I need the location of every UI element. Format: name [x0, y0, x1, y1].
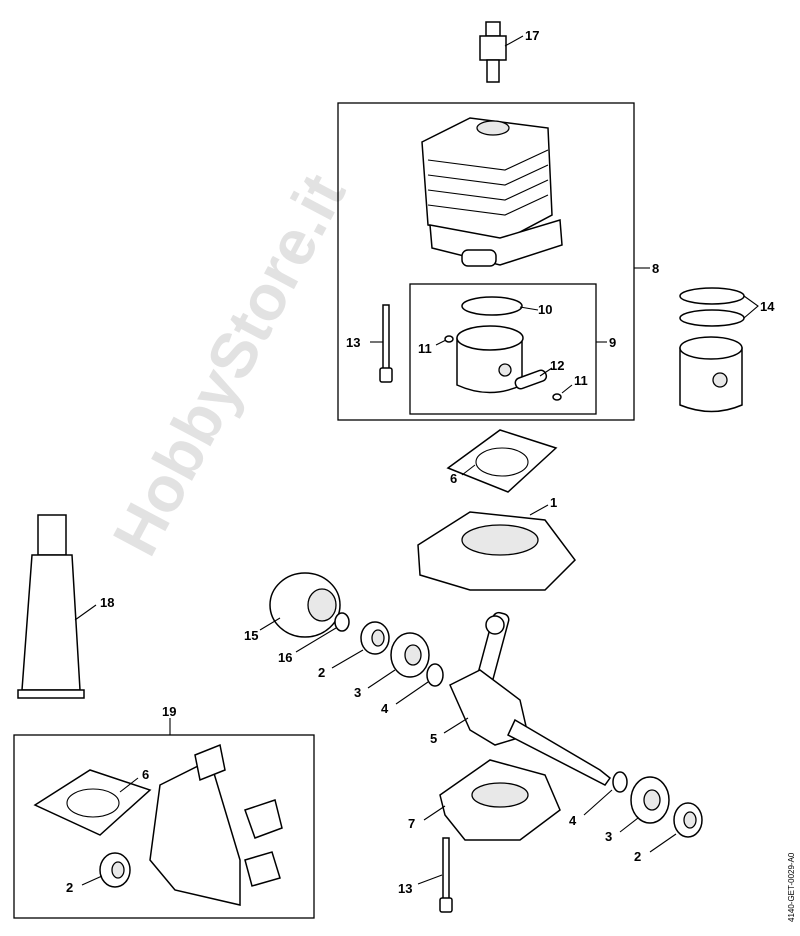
spark-plug[interactable] — [479, 21, 524, 83]
label-15: 15 — [244, 628, 258, 643]
label-2-right: 2 — [634, 849, 641, 864]
washer[interactable] — [334, 612, 350, 632]
label-19: 19 — [162, 704, 176, 719]
label-6-top: 6 — [450, 471, 457, 486]
ring-left[interactable] — [426, 663, 444, 687]
ring-right[interactable] — [612, 771, 628, 793]
piston-rings-set[interactable] — [679, 287, 745, 327]
circlip-right[interactable] — [552, 393, 562, 401]
label-10: 10 — [538, 302, 552, 317]
label-5: 5 — [430, 731, 437, 746]
label-14: 14 — [760, 299, 775, 314]
oil-seal-left[interactable] — [360, 621, 390, 655]
label-6-set: 6 — [142, 767, 149, 782]
crankshaft[interactable] — [449, 611, 612, 786]
cylinder-assembly-box — [337, 102, 635, 421]
diagram-code: 4140-GET-0029-A0 — [787, 852, 796, 922]
label-3-right: 3 — [605, 829, 612, 844]
grease-tube[interactable] — [17, 514, 85, 699]
bearing-right[interactable] — [630, 776, 670, 824]
oil-seal-right[interactable] — [673, 802, 703, 838]
label-7: 7 — [408, 816, 415, 831]
watermark: HobbyStore.it — [99, 162, 360, 566]
label-4-left: 4 — [381, 701, 389, 716]
piston-assembly-box — [409, 283, 597, 415]
label-4-right: 4 — [569, 813, 577, 828]
circlip-left[interactable] — [444, 335, 454, 343]
cylinder-gasket[interactable] — [446, 429, 558, 493]
piston-pin[interactable] — [514, 369, 548, 390]
label-13-bottom: 13 — [398, 881, 412, 896]
piston-ring[interactable] — [461, 296, 523, 316]
cylinder-screw[interactable] — [379, 304, 393, 383]
crankcase-bottom[interactable] — [439, 759, 561, 841]
label-3-left: 3 — [354, 685, 361, 700]
label-11-left: 11 — [418, 341, 432, 356]
label-2-set: 2 — [66, 880, 73, 895]
label-8: 8 — [652, 261, 659, 276]
fan-hub[interactable] — [269, 572, 341, 638]
cylinder[interactable] — [421, 117, 563, 267]
label-1: 1 — [550, 495, 557, 510]
label-9: 9 — [609, 335, 616, 350]
label-16: 16 — [278, 650, 292, 665]
leader-lines — [74, 267, 759, 886]
crankcase-top[interactable] — [417, 511, 576, 591]
bearing-left[interactable] — [390, 632, 430, 678]
label-13-top: 13 — [346, 335, 360, 350]
label-18: 18 — [100, 595, 114, 610]
label-2-left: 2 — [318, 665, 325, 680]
piston-complete[interactable] — [679, 336, 743, 413]
label-12: 12 — [550, 358, 564, 373]
piston[interactable] — [456, 325, 524, 394]
label-17: 17 — [525, 28, 539, 43]
crankcase-screw[interactable] — [439, 837, 453, 913]
gasket-set-box — [13, 734, 315, 919]
gasket-set-contents[interactable] — [33, 743, 283, 906]
label-11-right: 11 — [574, 373, 588, 388]
